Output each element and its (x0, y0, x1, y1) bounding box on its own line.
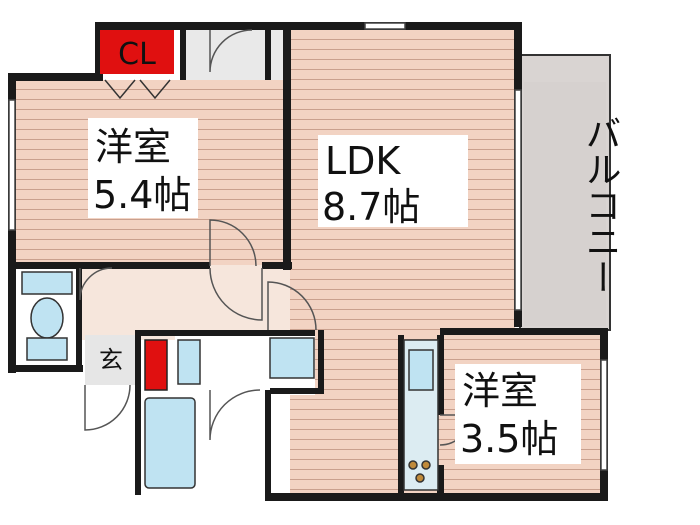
bathtub-icon (144, 397, 196, 489)
toilet-door-swing-icon (79, 267, 113, 301)
entrance-door-swing-icon (84, 384, 131, 431)
room-labels: 洋室 5.4帖 LDK 8.7帖 洋室 3.5帖 (88, 118, 581, 464)
closet-door-swing-icon (209, 29, 253, 73)
shoe-cabinet-icon (144, 339, 168, 391)
ldk-balcony-window (514, 89, 522, 311)
bath-door-swing-icon (209, 389, 261, 441)
room1-size: 5.4帖 (93, 173, 191, 217)
room1-label-bg (88, 118, 198, 218)
room1-name: 洋室 (95, 125, 171, 169)
stove-burner-icon (408, 460, 418, 470)
room1-door-swing-icon (209, 219, 257, 267)
ldk-door-swing-icon (267, 281, 317, 331)
room2-label-bg (455, 364, 581, 464)
toilet-bowl-icon (30, 297, 64, 339)
entrance-label: 玄 (99, 346, 123, 374)
ldk-window-top (364, 22, 406, 30)
closet: CL (100, 30, 174, 100)
stove-burner-icon (415, 473, 425, 483)
entrance: 玄 (99, 339, 168, 391)
closet-door-icon (104, 79, 171, 100)
balcony-label: バルコニー (580, 115, 621, 295)
washbasin-icon (177, 339, 201, 385)
kitchen-sink-icon (408, 349, 434, 391)
room2-name: 洋室 (462, 369, 538, 413)
washing-machine-icon (269, 337, 315, 379)
ldk-name: LDK (325, 139, 401, 183)
balcony: バルコニー (519, 54, 621, 331)
kitchen (403, 339, 439, 491)
hall-door-swing-icon (209, 267, 263, 321)
hallway-floor (80, 265, 290, 340)
room2-size: 3.5帖 (460, 417, 558, 461)
ldk-size: 8.7帖 (322, 185, 420, 229)
toilet-tank-icon (26, 337, 68, 361)
closet-badge (100, 30, 174, 74)
toilet-sink-icon (21, 271, 73, 295)
room2-window (600, 359, 608, 471)
windows (8, 22, 608, 471)
washroom-fixtures (144, 337, 315, 489)
entrance-floor (85, 335, 140, 385)
ldk-label-bg (318, 135, 468, 227)
room1-window (8, 99, 16, 231)
closet-label: CL (118, 37, 156, 72)
toilet-fixtures (21, 271, 73, 361)
stove-burner-icon (421, 460, 431, 470)
